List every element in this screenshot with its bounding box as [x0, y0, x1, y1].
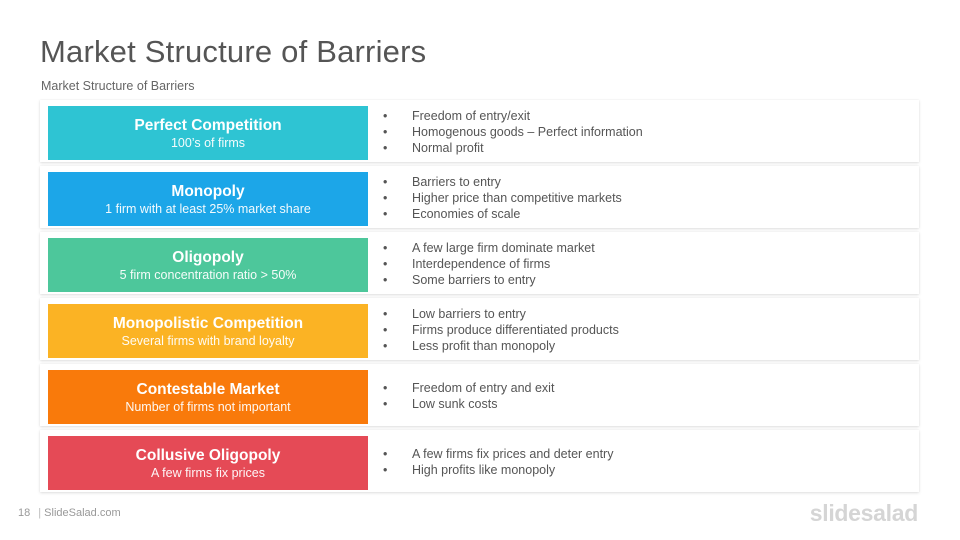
bullet-dot-icon: •	[383, 109, 388, 123]
market-title: Collusive Oligopoly	[135, 446, 281, 464]
bullet-item: • Barriers to entry	[383, 174, 622, 190]
bullet-dot-icon: •	[383, 241, 388, 255]
bullet-dot-icon: •	[383, 125, 388, 139]
slide-subtitle: Market Structure of Barriers	[41, 79, 195, 93]
bullet-dot-icon: •	[383, 397, 388, 411]
bullet-text: Low barriers to entry	[412, 307, 526, 321]
bullet-dot-icon: •	[383, 307, 388, 321]
footer: 18 | SlideSalad.com	[18, 507, 121, 519]
bullet-dot-icon: •	[383, 191, 388, 205]
bullet-list: • Freedom of entry and exit • Low sunk cost…	[383, 364, 554, 426]
bullet-dot-icon: •	[383, 141, 388, 155]
bullet-dot-icon: •	[383, 257, 388, 271]
market-title: Monopolistic Competition	[112, 314, 304, 332]
bullet-text: Interdependence of firms	[412, 257, 551, 271]
bullet-item: • Freedom of entry/exit	[383, 108, 643, 124]
bullet-item: • A few large firm dominate market	[383, 240, 595, 256]
bullet-list: • A few large firm dominate market • Interd…	[383, 232, 595, 294]
bullet-text: Freedom of entry and exit	[412, 381, 555, 395]
bullet-text: Low sunk costs	[412, 397, 498, 411]
bullet-dot-icon: •	[383, 273, 388, 287]
market-subtitle: Number of firms not important	[125, 399, 291, 414]
bullet-text: A few firms fix prices and deter entry	[412, 447, 614, 461]
bullet-dot-icon: •	[383, 339, 388, 353]
bullet-item: • A few firms fix prices and deter entry	[383, 446, 613, 462]
bullet-list: • Low barriers to entry • Firms produce dif…	[383, 298, 619, 360]
bullet-item: • Normal profit	[383, 140, 643, 156]
bullet-item: • Less profit than monopoly	[383, 338, 619, 354]
bullet-text: Economies of scale	[412, 207, 521, 221]
market-subtitle: Several firms with brand loyalty	[121, 333, 295, 348]
bullet-item: • Some barriers to entry	[383, 272, 595, 288]
footer-separator: |	[38, 507, 42, 519]
bullet-item: • Economies of scale	[383, 206, 622, 222]
bullet-item: • Freedom of entry and exit	[383, 380, 554, 396]
bullet-dot-icon: •	[383, 207, 388, 221]
bullet-item: • Interdependence of firms	[383, 256, 595, 272]
bullet-text: Barriers to entry	[412, 175, 501, 189]
market-subtitle: 1 firm with at least 25% market share	[105, 201, 311, 216]
bullet-text: Firms produce differentiated products	[412, 323, 619, 337]
market-subtitle: A few firms fix prices	[151, 465, 265, 480]
bullet-text: A few large firm dominate market	[412, 241, 595, 255]
market-subtitle: 5 firm concentration ratio > 50%	[119, 267, 297, 282]
bullet-dot-icon: •	[383, 447, 388, 461]
market-subtitle: 100’s of firms	[170, 135, 246, 150]
footer-site: SlideSalad.com	[44, 507, 121, 519]
bullet-list: • Freedom of entry/exit • Homogenous goods …	[383, 100, 643, 162]
bullet-item: • Low sunk costs	[383, 396, 554, 412]
bullet-dot-icon: •	[383, 381, 388, 395]
bullet-list: • Barriers to entry • Higher price than com…	[383, 166, 622, 228]
bullet-text: Higher price than competitive markets	[412, 191, 622, 205]
bullet-text: Homogenous goods – Perfect information	[412, 125, 643, 139]
bullet-item: • High profits like monopoly	[383, 462, 613, 478]
bullet-item: • Homogenous goods – Perfect information	[383, 124, 643, 140]
market-title: Monopoly	[171, 182, 245, 200]
brand-logo: slidesalad	[809, 500, 919, 526]
slide-title: Market Structure of Barriers	[40, 34, 427, 69]
bullet-item: • Low barriers to entry	[383, 306, 619, 322]
bullet-dot-icon: •	[383, 463, 388, 477]
bullet-text: Some barriers to entry	[412, 273, 536, 287]
market-title: Perfect Competition	[134, 116, 282, 134]
bullet-text: Normal profit	[412, 141, 484, 155]
market-title: Oligopoly	[172, 248, 244, 266]
bullet-dot-icon: •	[383, 323, 388, 337]
bullet-text: Less profit than monopoly	[412, 339, 556, 353]
bullet-text: High profits like monopoly	[412, 463, 556, 477]
bullet-list: •A few firms fix prices and deter entry•…	[383, 430, 613, 492]
bullet-item: • Higher price than competitive markets	[383, 190, 622, 206]
market-title: Contestable Market	[136, 380, 280, 398]
bullet-item: • Firms produce differentiated products	[383, 322, 619, 338]
bullet-text: Freedom of entry/exit	[412, 109, 531, 123]
page-number: 18	[18, 507, 31, 519]
bullet-dot-icon: •	[383, 175, 388, 189]
